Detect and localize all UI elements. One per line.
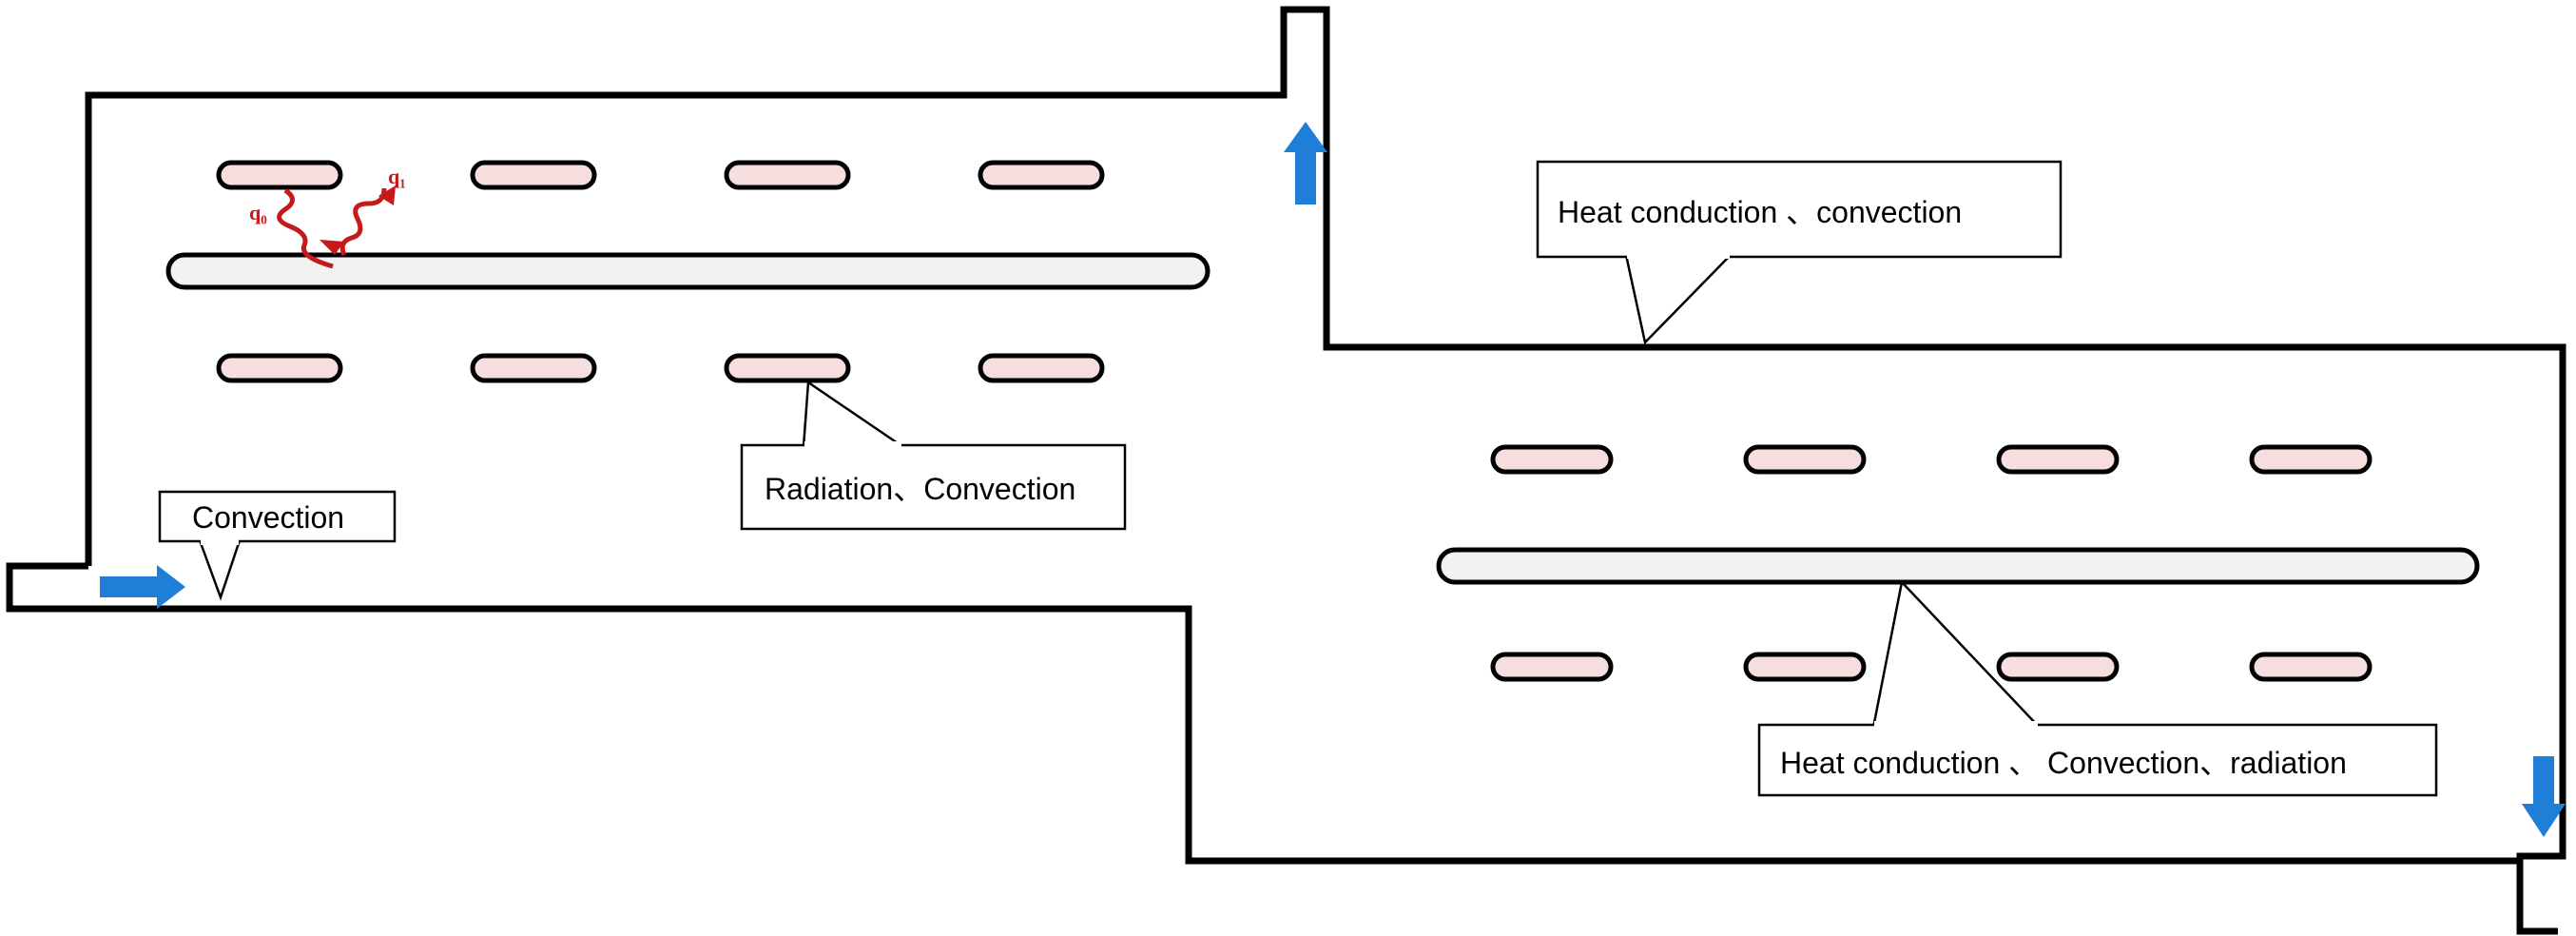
furnace-wall-lower [6,562,2520,865]
heater [1490,444,1614,475]
heater [1996,444,2120,475]
heat-flux-out-icon [339,187,387,256]
callout-radiation-convection: Radiation、Convection [740,380,1127,531]
heater [216,160,343,190]
heater [216,353,343,383]
inlet-arrow-right-icon [100,565,185,609]
heater [1743,444,1867,475]
heater [470,160,597,190]
q-out-label: q₁ [388,165,406,188]
callout-label: Radiation、Convection [765,472,1075,506]
callout-label: Heat conduction 、convection [1558,195,1962,229]
heater [1996,652,2120,682]
heater [978,160,1105,190]
heat-flux-in-icon [277,187,334,269]
heat-flux-in-head [320,240,344,255]
lower-heaters [1490,444,2373,682]
heater [470,353,597,383]
callout-label: Convection [192,500,344,535]
callout-conduction-convection-radiation: Heat conduction 、 Convection、radiation [1757,579,2438,797]
heater [2249,652,2373,682]
heat-flux-out-head [378,185,396,205]
heater [1490,652,1614,682]
upper-belt [165,252,1211,290]
heater [724,160,851,190]
furnace-wall [85,6,2566,935]
upper-heaters [216,160,1105,383]
heater [978,353,1105,383]
callout-heat-conduction-convection: Heat conduction 、convection [1536,160,2063,345]
callout-convection: Convection [158,490,397,601]
q-in-label: q₀ [249,201,267,224]
flow-arrow-up-icon [1284,122,1327,205]
lower-belt [1436,547,2480,585]
heater [724,353,851,383]
outlet-arrow-down-icon [2522,756,2566,837]
heater [1743,652,1867,682]
callout-label: Heat conduction 、 Convection、radiation [1780,746,2347,780]
heater [2249,444,2373,475]
